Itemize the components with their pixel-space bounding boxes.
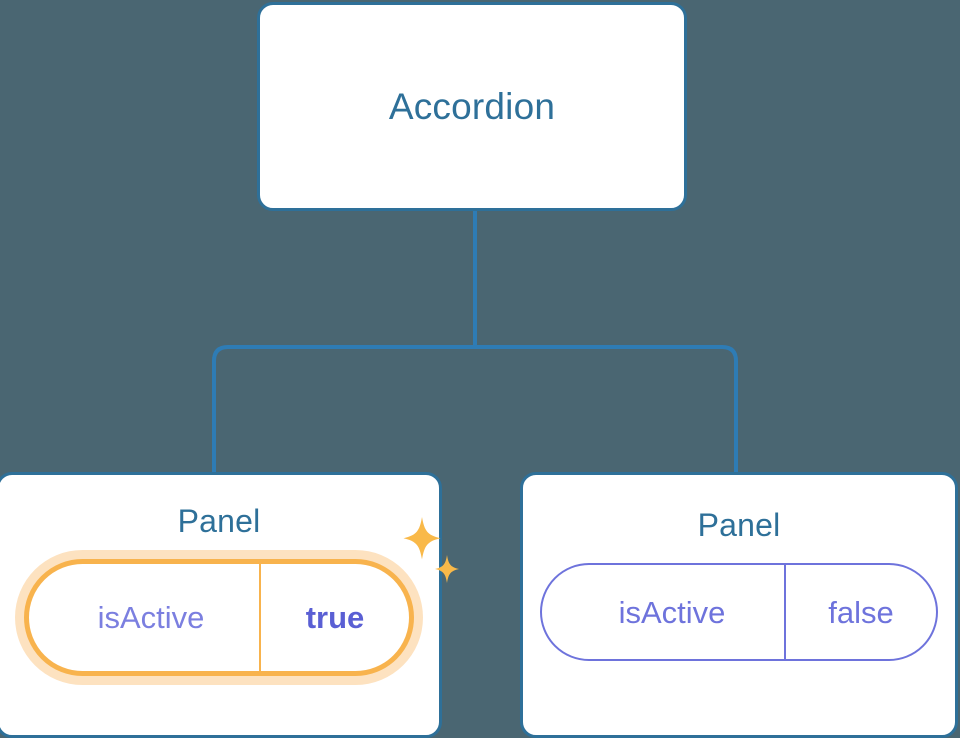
node-panel-active[interactable]: Panel isActive true	[0, 472, 459, 738]
node-accordion-title: Accordion	[388, 86, 556, 127]
prop-value: true	[259, 564, 409, 671]
edge-to-right-child	[475, 345, 738, 472]
sparkles-icon	[403, 517, 459, 583]
prop-value: false	[784, 565, 936, 659]
sparkle-large-icon	[403, 517, 441, 560]
node-accordion[interactable]: Accordion	[257, 2, 687, 211]
node-panel-inactive[interactable]: Panel isActive false	[520, 472, 958, 738]
prop-pill-isactive-false[interactable]: isActive false	[540, 563, 938, 661]
edge-to-left-child	[212, 345, 475, 472]
prop-pill-wrapper-inactive: isActive false	[540, 563, 938, 661]
prop-pill-wrapper-active: isActive true	[24, 517, 459, 676]
prop-key: isActive	[97, 600, 205, 635]
node-panel-active-title: Panel	[177, 503, 261, 539]
prop-key: isActive	[618, 594, 726, 630]
node-panel-inactive-title: Panel	[697, 507, 781, 543]
prop-pill-isactive-true[interactable]: isActive true	[24, 559, 414, 676]
sparkle-small-icon	[435, 555, 459, 583]
